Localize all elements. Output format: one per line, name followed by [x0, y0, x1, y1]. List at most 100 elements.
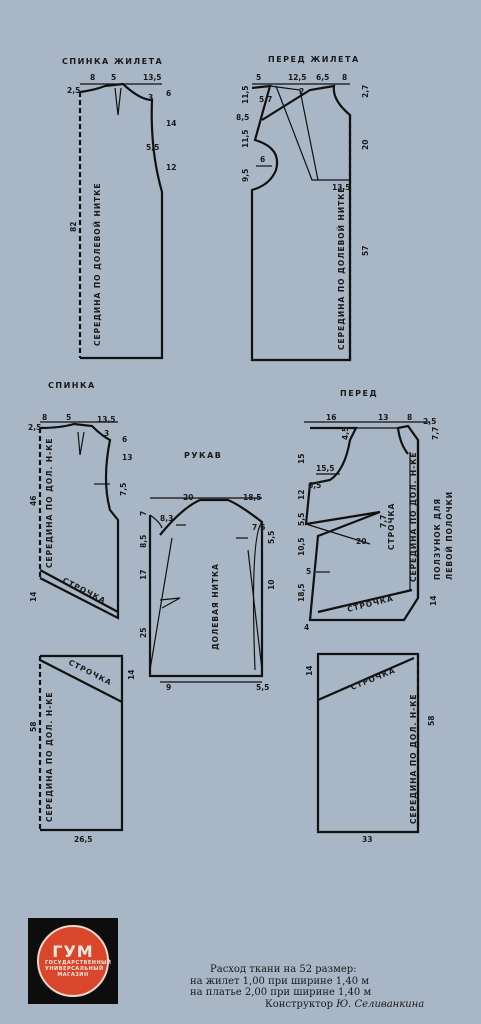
- dim-df-1: 13: [378, 413, 388, 422]
- footer-designer-prefix: Конструктор: [265, 998, 334, 1010]
- dim-sf-2: 33: [362, 835, 372, 844]
- skirt-back-piece: 14 58 26,5 СЕРЕДИНА ПО ДОЛ. Н-КЕ СТРОЧКА: [29, 654, 136, 844]
- dim-vb-9: 82: [69, 222, 78, 232]
- sleeve-piece: РУКАВ 20 18,5 7 8,3 7,6 8,5 5,5 17 10 25…: [139, 451, 276, 692]
- dim-df-11: 5,5: [297, 513, 306, 526]
- dim-df-14: 5: [306, 567, 311, 576]
- dim-sl-6: 5,5: [267, 531, 276, 544]
- vest-front-grain-label: СЕРЕДИНА ПО ДОЛЕВОЙ НИТКЕ: [337, 187, 346, 350]
- dim-df-16: 14: [429, 596, 438, 606]
- dim-vb-1: 5: [111, 73, 116, 82]
- dim-vb-4: 3: [148, 93, 153, 102]
- dim-sf-0: 14: [305, 666, 314, 676]
- skirt-back-grain-label: СЕРЕДИНА ПО ДОЛ. Н-КЕ: [45, 691, 54, 822]
- footer-line-4: Конструктор Ю. Селиванкина: [170, 999, 470, 1011]
- dim-db-4: 3: [104, 429, 109, 438]
- dim-df-10: 7,7: [379, 515, 388, 528]
- dim-sl-4: 7,6: [252, 523, 265, 532]
- dim-sl-0: 20: [183, 493, 193, 502]
- skirt-front-grain-label: СЕРЕДИНА ПО ДОЛ. Н-КЕ: [409, 693, 418, 824]
- dim-vf-14: 57: [361, 246, 370, 256]
- dim-df-13: 10,5: [297, 537, 306, 556]
- dim-df-2: 8: [407, 413, 412, 422]
- dim-sl-7: 17: [139, 570, 148, 580]
- dim-vf-13: 13,5: [332, 183, 351, 192]
- dim-vf-4: 11,5: [241, 85, 250, 104]
- dim-vf-10: 20: [361, 140, 370, 150]
- dim-vb-3: 2,5: [67, 86, 80, 95]
- footer-line-1: Расход ткани на 52 размер:: [210, 964, 357, 975]
- dim-df-15: 18,5: [297, 583, 306, 602]
- dim-sb-2: 26,5: [74, 835, 93, 844]
- dress-back-title: СПИНКА: [48, 381, 96, 390]
- dim-sl-8: 10: [267, 580, 276, 590]
- dim-vb-5: 6: [166, 89, 171, 98]
- dim-df-0: 16: [326, 413, 336, 422]
- dim-vf-0: 5: [256, 73, 261, 82]
- dim-df-8: 6,5: [308, 481, 321, 490]
- footer-designer-name: Ю. Селиванкина: [336, 998, 425, 1010]
- dim-vb-0: 8: [90, 73, 95, 82]
- skirt-front-stitch-label: СТРОЧКА: [349, 666, 396, 692]
- dim-db-8: 7,5: [119, 483, 128, 496]
- dim-db-6: 13: [122, 453, 132, 462]
- dim-df-7: 15: [297, 454, 306, 464]
- dim-vf-9: 11,5: [241, 129, 250, 148]
- dim-vb-6: 14: [166, 119, 176, 128]
- dim-vf-2: 6,5: [316, 73, 329, 82]
- footer-line-3: на платье 2,00 при ширине 1,40 м: [190, 987, 372, 998]
- dress-back-piece: СПИНКА 8 5 13,5 2,5 3 6 13 46 7,5 14 СЕР…: [28, 381, 132, 620]
- skirt-front-piece: 14 58 33 СЕРЕДИНА ПО ДОЛ. Н-КЕ СТРОЧКА: [305, 652, 436, 844]
- footer-line-2: на жилет 1,00 при ширине 1,40 м: [190, 975, 370, 987]
- fabric-consumption-note: Расход ткани на 52 размер: на жилет 1,00…: [170, 964, 470, 1010]
- dim-sl-3: 8,3: [160, 514, 173, 523]
- dim-vb-7: 5,5: [146, 143, 159, 152]
- dim-vf-1: 12,5: [288, 73, 307, 82]
- vest-back-title: СПИНКА ЖИЛЕТА: [62, 57, 163, 66]
- gum-logo-mark: ГУМ: [52, 942, 94, 961]
- dress-front-stitch-label: СТРОЧКА: [346, 594, 394, 614]
- dim-vf-7: 2,7: [361, 85, 370, 98]
- dim-db-5: 6: [122, 435, 127, 444]
- dim-df-3: 2,5: [423, 417, 436, 426]
- dress-front-stitch-vertical: СТРОЧКА: [387, 503, 396, 551]
- dim-sl-5: 8,5: [139, 535, 148, 548]
- dress-front-title: ПЕРЕД: [340, 389, 378, 398]
- dim-db-2: 13,5: [97, 415, 116, 424]
- dress-front-side-label-2: ЛЕВОЙ ПОЛОЧКИ: [445, 491, 454, 580]
- sleeve-title: РУКАВ: [184, 451, 222, 460]
- dress-front-piece: ПЕРЕД 16 13 8 2,5 4,5 7,7 15,5 15 6,5 12…: [297, 389, 454, 632]
- dim-db-0: 8: [42, 413, 47, 422]
- vest-back-piece: СПИНКА ЖИЛЕТА 8 5 13,5 2,5 3 6 14 5,5 12…: [62, 57, 176, 360]
- dim-db-1: 5: [66, 413, 71, 422]
- dim-sl-1: 18,5: [243, 493, 262, 502]
- dim-vb-8: 12: [166, 163, 176, 172]
- dim-df-12: 20: [356, 537, 366, 546]
- dim-sl-2: 7: [139, 511, 148, 516]
- gum-logo-ring-text: ГОСУДАРСТВЕННЫЙ УНИВЕРСАЛЬНЫЙ МАГАЗИН: [45, 960, 112, 978]
- vest-back-grain-label: СЕРЕДИНА ПО ДОЛЕВОЙ НИТКЕ: [93, 183, 102, 346]
- dress-back-grain-label: СЕРЕДИНА ПО ДОЛ. Н-КЕ: [45, 437, 54, 568]
- gum-logo: ГУМ ГОСУДАРСТВЕННЫЙ УНИВЕРСАЛЬНЫЙ МАГАЗИ…: [28, 918, 118, 1004]
- dim-vf-6: 2: [299, 87, 304, 96]
- dim-df-4: 4,5: [341, 427, 350, 440]
- dim-db-9: 14: [29, 592, 38, 602]
- dim-sl-10: 9: [166, 683, 171, 692]
- dim-sl-11: 5,5: [256, 683, 269, 692]
- dim-vf-8: 8,5: [236, 113, 249, 122]
- dim-db-3: 2,5: [28, 423, 41, 432]
- skirt-back-stitch-label: СТРОЧКА: [67, 658, 113, 688]
- dim-vf-11: 6: [260, 155, 265, 164]
- dim-vf-5: 5,7: [259, 95, 272, 104]
- dim-vf-12: 9,5: [241, 169, 250, 182]
- dim-df-6: 15,5: [316, 464, 335, 473]
- dim-df-5: 7,7: [431, 427, 440, 440]
- dim-vb-2: 13,5: [143, 73, 162, 82]
- dim-vf-3: 8: [342, 73, 347, 82]
- dim-db-7: 46: [29, 496, 38, 506]
- dim-df-9: 12: [297, 490, 306, 500]
- dim-sb-1: 14: [127, 670, 136, 680]
- vest-front-piece: ПЕРЕД ЖИЛЕТА 5 12,5 6,5 8 11,5 5,7 2 2,7…: [236, 55, 370, 362]
- dress-front-grain-label: СЕРЕДИНА ПО ДОЛ. Н-КЕ: [409, 451, 418, 582]
